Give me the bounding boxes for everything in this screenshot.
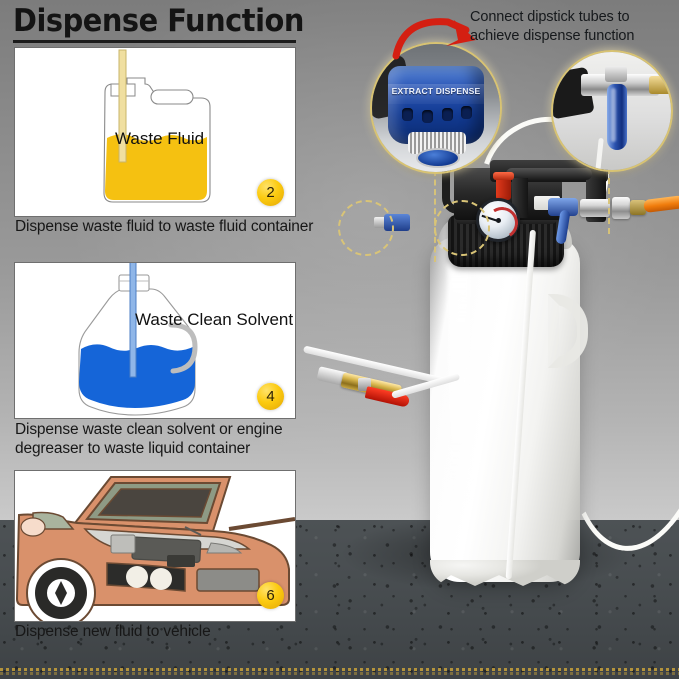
jerry-can-illustration: Waste Fluid xyxy=(103,49,211,203)
bottom-gold-rule-secondary xyxy=(0,672,679,675)
tank-handle xyxy=(548,294,588,368)
title-underline xyxy=(13,40,296,43)
solvent-jug-illustration: Waste Clean Solvent xyxy=(78,263,293,416)
step-badge-1: 2 xyxy=(257,179,284,206)
knob-bottom-disc xyxy=(416,148,460,168)
callout-ball-valve xyxy=(551,50,673,172)
rotate-red-arrow-icon xyxy=(392,18,476,60)
callout-ring-marker-right xyxy=(434,200,490,256)
callout-selector-knob: EXTRACT DISPENSE xyxy=(370,42,502,174)
page-title: Dispense Function xyxy=(13,3,304,39)
step-panel-1: Waste Fluid 2 xyxy=(14,47,296,217)
fluid-label-1: Waste Fluid xyxy=(115,129,204,148)
callout-right-handle-highlight xyxy=(611,88,616,142)
quick-connect-brass xyxy=(630,200,646,215)
step-panel-2: Waste Clean Solvent 4 xyxy=(14,262,296,419)
step-badge-2: 4 xyxy=(257,383,284,410)
knurled-collar xyxy=(408,132,466,154)
pump-head-bar xyxy=(506,168,592,180)
car-open-hood-illustration xyxy=(15,471,295,621)
knob-hole-group xyxy=(400,106,472,130)
knob-label: EXTRACT DISPENSE xyxy=(391,86,481,96)
ball-valve-body xyxy=(548,198,578,216)
bottom-gold-rule xyxy=(0,668,679,671)
callout-left-inner: EXTRACT DISPENSE xyxy=(372,44,500,172)
callout-right-inner xyxy=(553,52,671,170)
quick-connect-a xyxy=(580,199,610,217)
knob-band xyxy=(388,84,484,104)
callout-right-brass-fitting xyxy=(649,76,671,94)
gauge-hub xyxy=(495,217,501,223)
knob-hole xyxy=(422,110,433,123)
callout-right-blue-handle xyxy=(607,84,627,150)
tank-highlight xyxy=(448,257,470,507)
relief-valve-cap xyxy=(493,172,514,180)
extract-dispense-knob xyxy=(388,66,484,144)
product-photo xyxy=(302,0,679,679)
fluid-tank xyxy=(430,215,580,582)
knob-hole xyxy=(442,108,453,121)
fluid-label-2: Waste Clean Solvent xyxy=(135,310,293,329)
step-caption-3: Dispense new fluid to vehicle xyxy=(15,623,211,640)
callout-right-nut xyxy=(605,66,627,82)
knob-hole xyxy=(461,106,472,119)
step-caption-1: Dispense waste fluid to waste fluid cont… xyxy=(15,218,314,235)
callout-ring-marker-left xyxy=(338,200,394,256)
step-badge-3: 6 xyxy=(257,582,284,609)
air-hose xyxy=(643,195,679,213)
callout-leader-left xyxy=(434,170,436,262)
knob-hole xyxy=(402,108,413,121)
relief-valve xyxy=(496,176,511,200)
callout-instruction-text: Connect dipstick tubes to achieve dispen… xyxy=(470,9,635,44)
step-caption-2: Dispense waste clean solvent or engine d… xyxy=(15,421,283,457)
step-panel-3: 6 xyxy=(14,470,296,622)
callout-leader-right xyxy=(608,168,610,234)
quick-connect-b xyxy=(612,197,630,219)
